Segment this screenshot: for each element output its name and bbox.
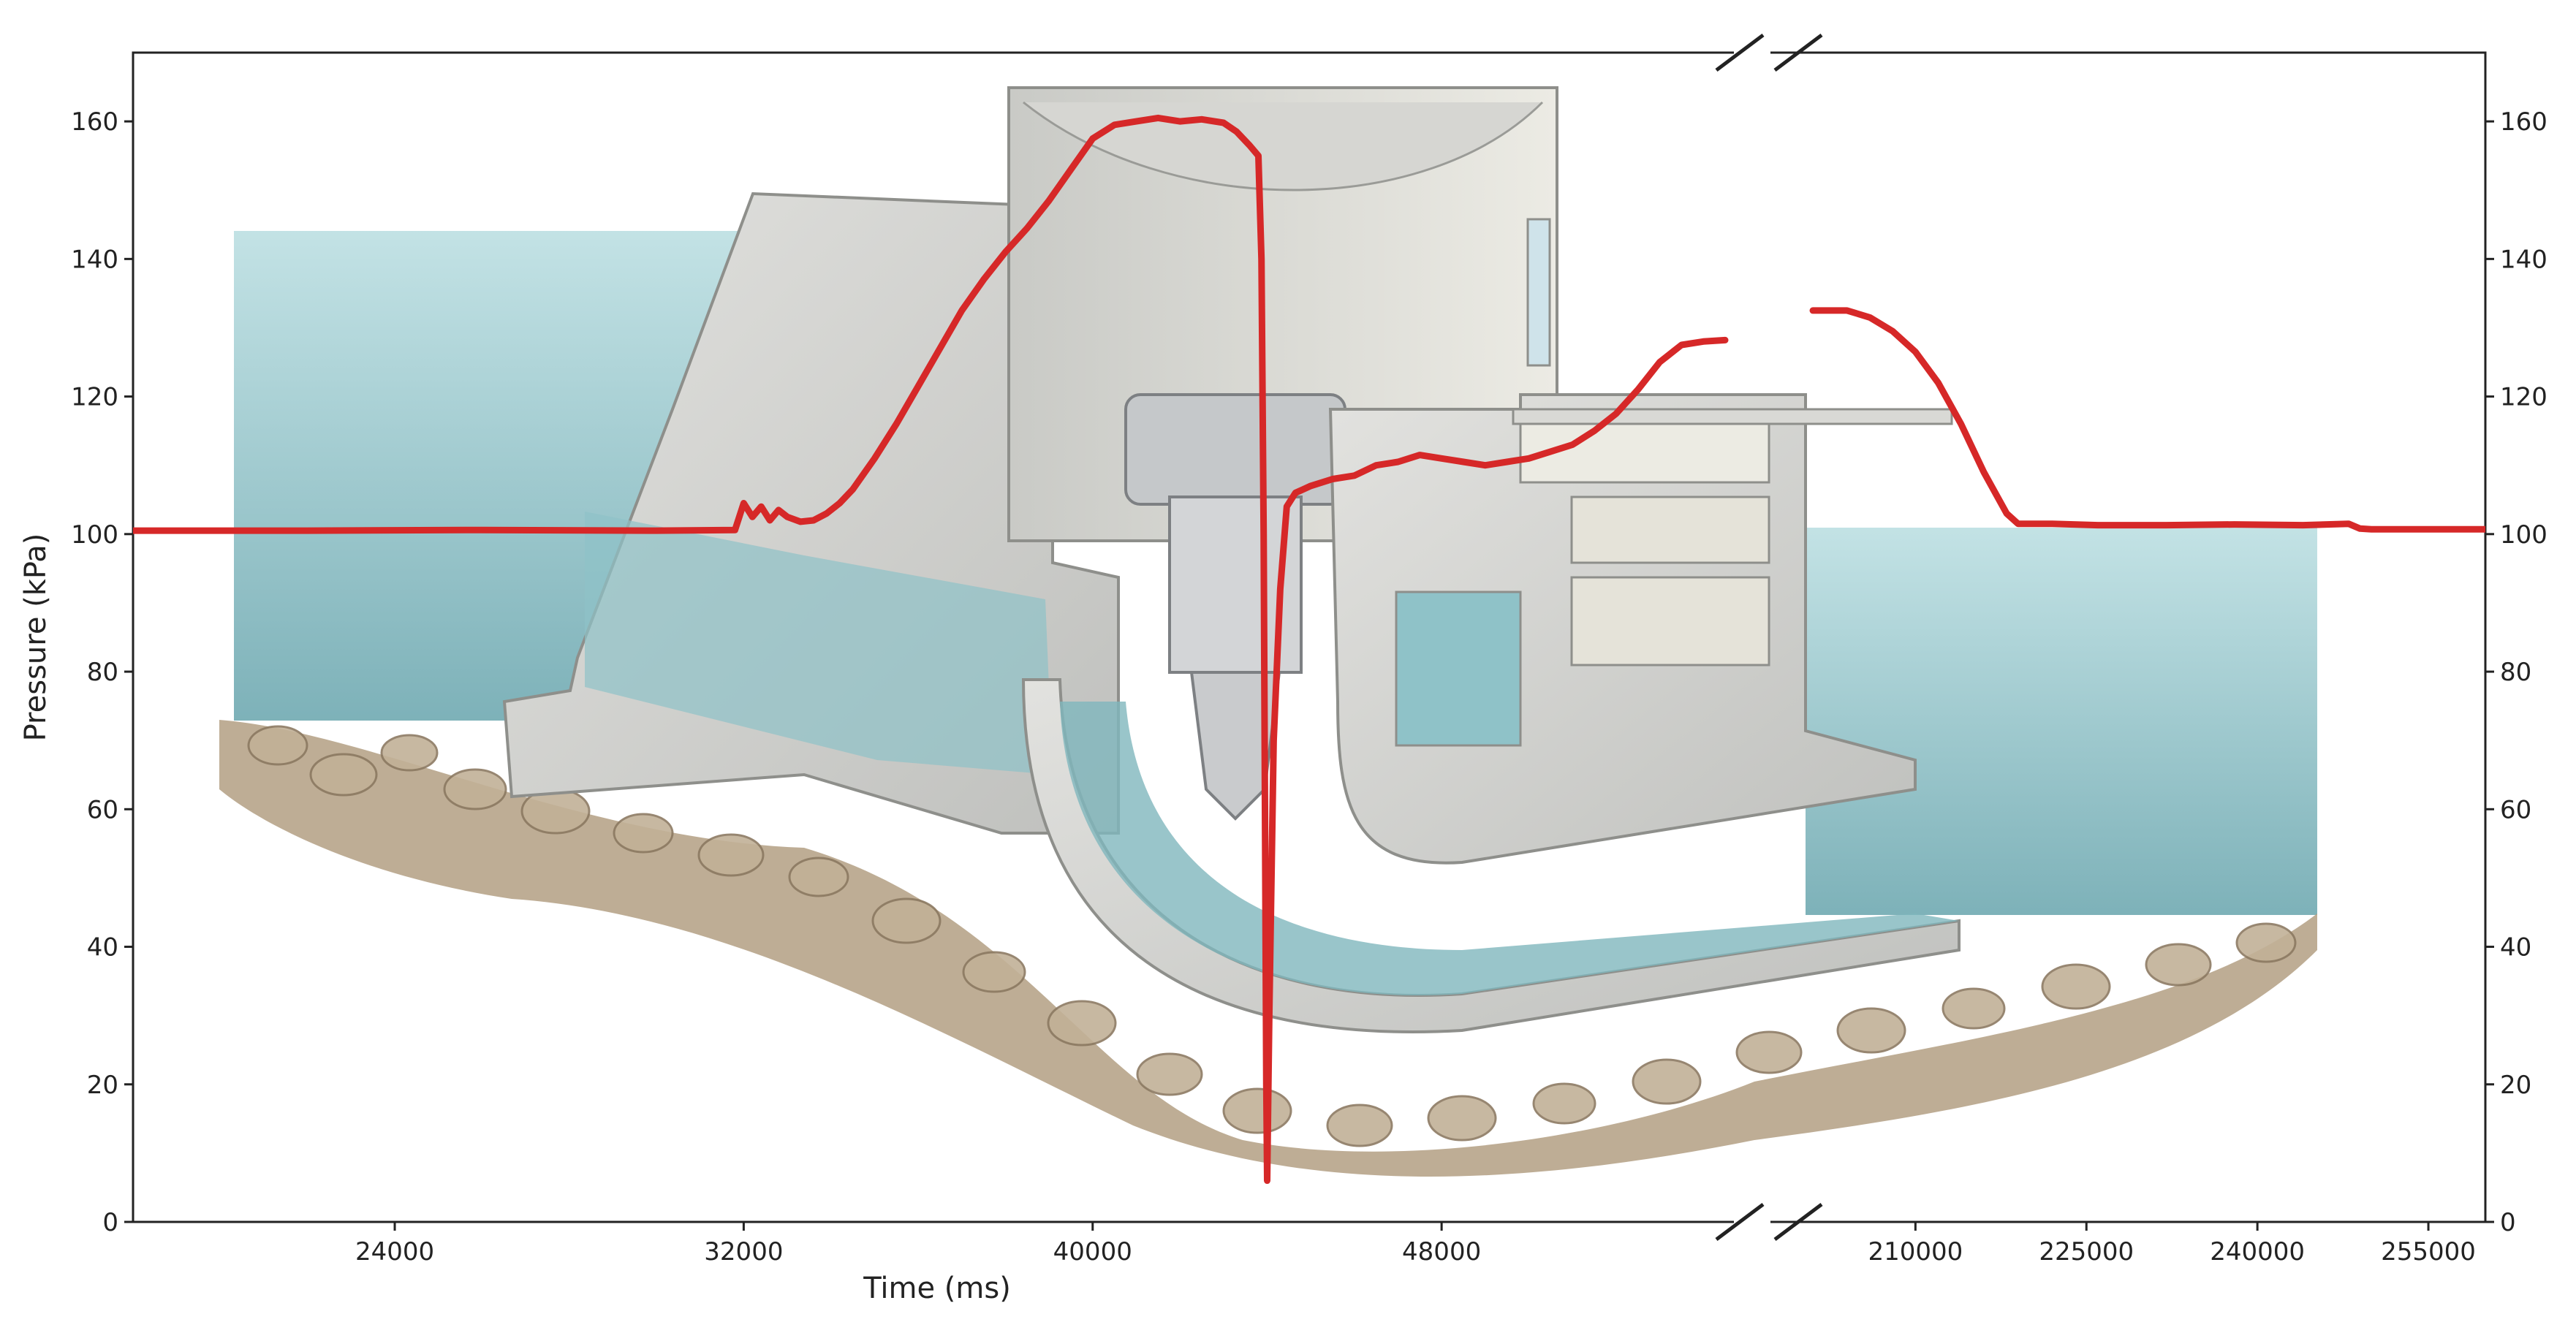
x-tick-label: 225000 [2039,1237,2134,1266]
y-tick-label: 80 [87,658,118,687]
y-tick-label-right: 60 [2500,795,2531,824]
plot-frame [132,51,2487,1223]
x-tick-label: 210000 [1868,1237,1963,1266]
y-tick-label: 60 [87,795,118,824]
hydro-plant-illustration [219,86,2317,1177]
x-tick-label: 32000 [704,1237,783,1266]
y-tick-label: 160 [71,107,118,137]
y-tick-label: 20 [87,1071,118,1100]
y-tick-label-right: 140 [2500,245,2547,274]
y-tick-label: 100 [71,520,118,550]
x-tick-label: 24000 [355,1237,434,1266]
y-tick-label: 120 [71,383,118,412]
y-tick-label-right: 0 [2500,1208,2516,1237]
x-tick-label: 48000 [1402,1237,1481,1266]
y-tick-label-right: 20 [2500,1071,2531,1100]
y-tick-label: 40 [87,933,118,962]
x-tick-label: 255000 [2381,1237,2476,1266]
x-axis-label: Time (ms) [863,1272,1011,1305]
pressure-line-segment-1 [1809,307,2485,533]
y-tick-label-right: 160 [2500,107,2547,137]
x-axis: 24000 32000 40000 48000 210000 225000 240000 25… [355,1222,2476,1266]
y-tick-label: 140 [71,245,118,274]
y-axis-right: 0 20 40 60 80 100 120 140 160 [2485,107,2547,1237]
y-tick-label-right: 120 [2500,383,2547,412]
y-tick-label-right: 100 [2500,520,2547,550]
y-axis-left: 0 20 40 60 80 100 120 140 160 [71,107,133,1237]
y-tick-label-right: 40 [2500,933,2531,962]
pressure-line-segment-0 [133,114,1729,1184]
y-tick-label: 0 [102,1208,118,1237]
y-tick-label-right: 80 [2500,658,2531,687]
x-tick-label: 240000 [2210,1237,2305,1266]
x-tick-label: 40000 [1053,1237,1132,1266]
y-axis-label: Pressure (kPa) [19,533,53,742]
pressure-series [133,114,2485,1184]
axis-break-marks [1715,34,1823,1241]
